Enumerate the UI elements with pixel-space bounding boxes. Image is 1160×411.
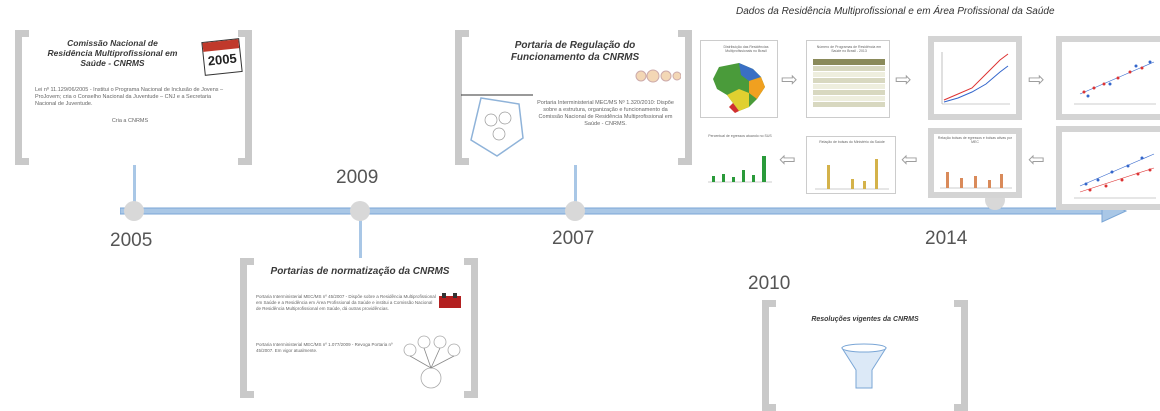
arrow-right-icon: ⇨ [781,69,798,91]
frame-portaria-2007[interactable]: Portaria de Regulação do Funcionamento d… [455,30,692,165]
brazil-map-icon [713,63,765,113]
frame-body: Lei nº 11.129/06/2005 - Institui o Progr… [35,87,224,107]
slide-title: Relação bolsas de egressos e bolsas ativ… [937,136,1013,144]
arrow-left-icon: ⇦ [1028,149,1045,171]
timeline-arrow [120,199,1128,223]
slide-title: Percentual de egressos atuando no SUS [708,134,772,138]
scatter-thumbnail [1074,153,1156,199]
year-label-2010: 2010 [748,273,791,294]
timeline-dot-2009[interactable] [350,201,370,221]
connector-2009 [359,212,362,260]
slide-bar-chart-gold[interactable]: Relação de bolsas do Ministério da Saúde [806,136,896,194]
scatter-thumbnail [1074,60,1156,105]
frame-body-1: Portaria Interministerial MEC/MS nº 45/2… [256,294,436,311]
slide-scatter-1[interactable] [1056,36,1160,120]
slide-bar-chart-egressos[interactable]: Relação bolsas de egressos e bolsas ativ… [928,128,1022,198]
year-label-2005: 2005 [110,230,153,251]
slide-line-chart[interactable] [928,36,1022,120]
frame-cnrms-2005[interactable]: Comissão Nacional de Residência Multipro… [15,30,252,165]
connector-2007 [574,165,577,210]
slide-title: Relação de bolsas do Ministério da Saúde [819,140,885,144]
frame-title: Portaria de Regulação do Funcionamento d… [510,40,640,63]
slide-bar-chart-small[interactable]: Percentual de egressos atuando no SUS [700,132,780,188]
connector-2005 [133,165,136,210]
frame-title: Resoluções vigentes da CNRMS [811,316,919,323]
arrow-right-icon: ⇨ [1028,69,1045,91]
bar-chart-thumbnail [815,159,889,190]
frame-portarias-2009[interactable]: Portarias de normatização da CNRMS Porta… [240,258,478,398]
document-icon [439,293,461,308]
network-diagram-icon [403,335,461,389]
frame-title: Comissão Nacional de Residência Multipro… [47,38,178,68]
year-label-2007: 2007 [552,228,595,249]
calendar-icon: 2005 [201,38,243,76]
slide-title: Número de Programas de Residência em Saú… [816,45,882,53]
timeline-dot-2007[interactable] [565,201,585,221]
bar-chart-thumbnail [940,172,1012,189]
section-title: Dados da Residência Multiprofissional e … [736,6,1055,17]
slide-scatter-2[interactable] [1056,126,1160,210]
gears-icon [635,69,681,83]
table-icon [813,59,885,107]
arrow-right-icon: ⇨ [895,69,912,91]
line-chart-thumbnail [941,52,1010,105]
arrow-left-icon: ⇦ [901,149,918,171]
bar-chart-thumbnail [708,156,772,183]
organization-diagram-icon [461,94,533,157]
frame-body-2: Portaria Interministerial MEC/MS nº 1.07… [256,342,393,353]
year-label-2009: 2009 [336,167,379,188]
arrow-left-icon: ⇦ [779,149,796,171]
year-label-2014: 2014 [925,228,968,249]
slide-brazil-map[interactable]: Distribuição das Residências Multiprofis… [700,40,778,118]
frame-title: Portarias de normatização da CNRMS [270,266,450,277]
timeline-dot-2005[interactable] [124,201,144,221]
slide-programs-table[interactable]: Número de Programas de Residência em Saú… [806,40,890,118]
frame-body: Portaria Interministerial MEC/MS Nº 1.32… [537,100,674,127]
frame-resolucoes-2010[interactable]: Resoluções vigentes da CNRMS [762,300,968,411]
funnel-icon [841,343,887,389]
slide-title: Distribuição das Residências Multiprofis… [723,45,769,53]
frame-footer: Cria a CNRMS [111,118,149,124]
